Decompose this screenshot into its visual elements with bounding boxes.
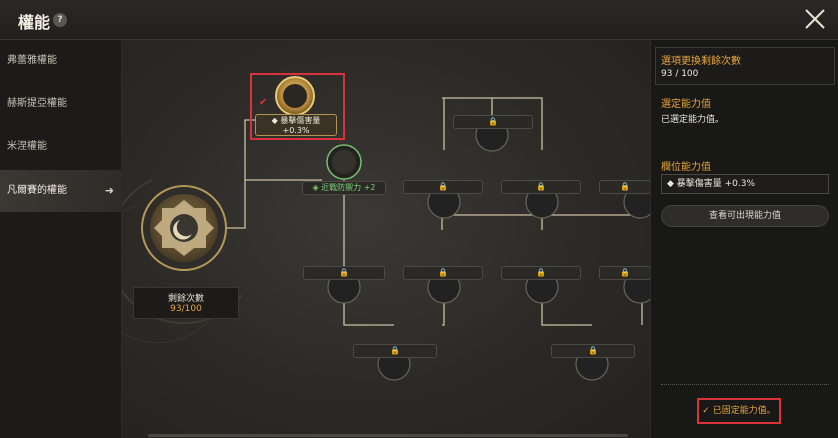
sidebar-item-hestia[interactable]: 赫斯提亞權能 xyxy=(0,83,122,125)
reroll-value: 93 / 100 xyxy=(661,69,699,79)
remaining-value: 93/100 xyxy=(170,304,202,314)
remaining-label: 剩餘次數 xyxy=(167,294,204,304)
tree-lines xyxy=(122,76,650,381)
center-emblem xyxy=(141,185,227,271)
locked-slot[interactable]: 🔒 xyxy=(353,344,437,358)
reroll-count-box: 選項更換剩餘次數 93 / 100 xyxy=(655,47,835,85)
sidebar-item-label: 米涅權能 xyxy=(7,141,47,152)
remaining-count-box: 剩餘次數 93/100 xyxy=(133,287,239,319)
green-node[interactable] xyxy=(326,144,362,180)
sidebar-item-versailles[interactable]: 凡爾賽的權能 ➜ xyxy=(0,170,122,212)
check-icon: ✔ xyxy=(259,97,268,108)
locked-slot[interactable]: 🔒 xyxy=(599,266,650,280)
locked-slot[interactable]: 🔒 xyxy=(453,115,533,129)
slot-title: 欄位能力值 xyxy=(661,162,711,173)
fixed-stats-button[interactable]: ✓ 已固定能力值。 xyxy=(697,398,781,424)
locked-slot[interactable]: 🔒 xyxy=(501,180,581,194)
sidebar-item-label: 弗蕾雅權能 xyxy=(7,55,57,66)
selected-node[interactable] xyxy=(275,76,315,116)
fixed-value: 已選定能力值。 xyxy=(661,115,725,125)
close-icon[interactable] xyxy=(804,8,826,30)
reroll-title: 選項更換剩餘次數 xyxy=(661,56,741,67)
selected-node-highlight xyxy=(250,73,345,140)
sidebar: 弗蕾雅權能 赫斯提亞權能 米涅權能 凡爾賽的權能 ➜ xyxy=(0,40,122,438)
locked-slot[interactable]: 🔒 xyxy=(403,266,483,280)
fixed-title: 選定能力值 xyxy=(661,99,711,110)
arrow-right-icon: ➜ xyxy=(104,184,114,197)
sidebar-item-freya[interactable]: 弗蕾雅權能 xyxy=(0,40,122,82)
selected-node-label: ◆ 暴擊傷害量 +0.3% xyxy=(255,114,337,136)
question-icon[interactable]: ? xyxy=(53,13,67,27)
locked-slot[interactable]: 🔒 xyxy=(599,180,650,194)
horizontal-scrollbar[interactable] xyxy=(148,434,628,437)
sidebar-item-label: 凡爾賽的權能 xyxy=(7,185,67,196)
divider xyxy=(661,384,829,385)
sidebar-item-mine[interactable]: 米涅權能 xyxy=(0,126,122,168)
selected-node-value: +0.3% xyxy=(282,126,310,135)
green-node-label: ◈ 近戰防禦力 +2 xyxy=(302,181,386,195)
locked-slot[interactable]: 🔒 xyxy=(501,266,581,280)
skill-tree-board: 剩餘次數 93/100 ◆ 暴擊傷害量 +0.3% ✔ ◈ 近戰防禦力 +2 🔒… xyxy=(122,40,650,438)
top-bar: 權能 ? xyxy=(0,0,838,40)
page-title: 權能 xyxy=(18,13,51,32)
sidebar-item-label: 赫斯提亞權能 xyxy=(7,98,67,109)
locked-slot[interactable]: 🔒 xyxy=(303,266,385,280)
locked-slot[interactable]: 🔒 xyxy=(551,344,635,358)
slot-value: ◆ 暴擊傷害量 +0.3% xyxy=(661,174,829,194)
selected-node-stat: ◆ 暴擊傷害量 xyxy=(271,116,321,125)
view-possible-stats-button[interactable]: 查看可出現能力值 xyxy=(661,205,829,227)
info-panel: 選項更換剩餘次數 93 / 100 選定能力值 已選定能力值。 欄位能力值 ◆ … xyxy=(650,40,838,438)
locked-slot[interactable]: 🔒 xyxy=(403,180,483,194)
